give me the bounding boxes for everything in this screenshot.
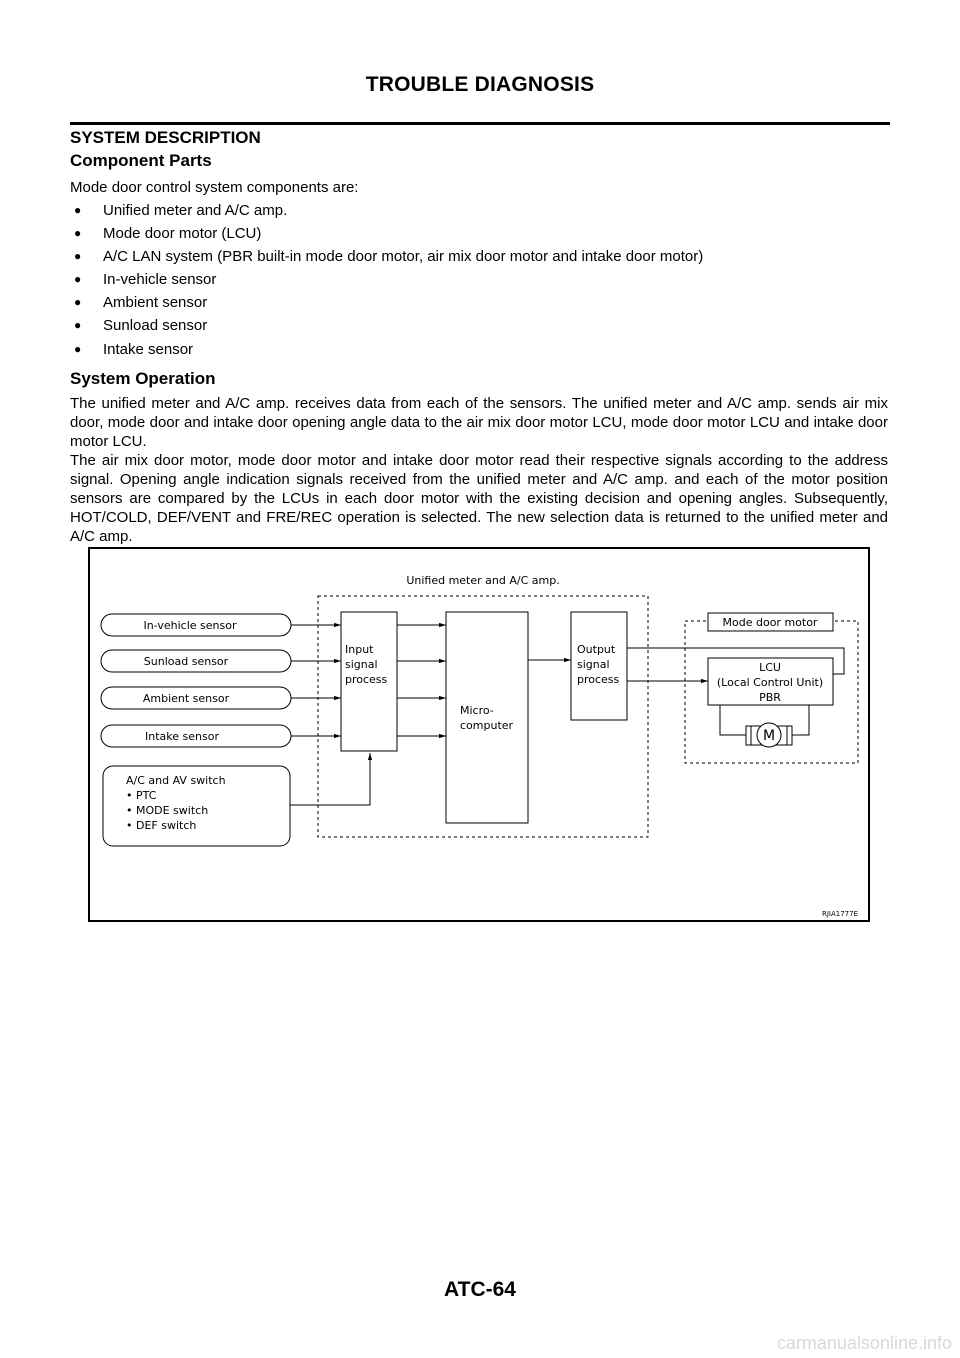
micro-label: Micro- — [460, 704, 494, 717]
system-operation-heading: System Operation — [70, 369, 216, 388]
motor-letter: M — [763, 728, 775, 744]
bullet-icon: ● — [74, 249, 82, 263]
page-number: ATC-64 — [444, 1278, 516, 1301]
lcu-box — [707, 657, 834, 706]
lcu-label: LCU — [759, 661, 781, 674]
title-rule — [70, 122, 890, 125]
input-label: Input — [345, 643, 374, 656]
input-label: signal — [345, 658, 378, 671]
sensor-label: Intake sensor — [145, 730, 219, 743]
ac-av-switch-box — [102, 765, 291, 847]
sensor-label: Sunload sensor — [144, 655, 229, 668]
section-title: SYSTEM DESCRIPTION — [70, 128, 261, 147]
mode-door-control-diagram: Unified meter and A/C amp. In-vehicle se… — [88, 547, 870, 922]
output-label: process — [577, 673, 620, 686]
micro-label: computer — [460, 719, 514, 732]
bullet-icon: ● — [74, 342, 82, 356]
motor-icon — [756, 722, 782, 748]
output-label: signal — [577, 658, 610, 671]
micro-computer-box — [445, 611, 529, 824]
input-signal-process-box — [340, 611, 398, 752]
output-label: Output — [577, 643, 616, 656]
unified-meter-label: Unified meter and A/C amp. — [406, 574, 559, 587]
mode-door-motor-label: Mode door motor — [723, 616, 818, 629]
lcu-label: PBR — [759, 691, 781, 704]
unified-meter-group — [317, 595, 649, 838]
bullet-icon: ● — [74, 203, 82, 217]
bullet-icon: ● — [74, 295, 82, 309]
bullet-icon: ● — [74, 318, 82, 332]
component-parts-heading: Component Parts — [70, 151, 212, 170]
watermark: carmanualsonline.info — [776, 1333, 952, 1353]
sensor-label: Ambient sensor — [143, 692, 230, 705]
mode-door-motor-label-box — [707, 612, 834, 632]
lcu-label: (Local Control Unit) — [717, 676, 823, 689]
switch-label: • DEF switch — [126, 819, 196, 832]
page-title: TROUBLE DIAGNOSIS — [365, 73, 595, 96]
switch-label: A/C and AV switch — [126, 774, 226, 787]
switch-label: • MODE switch — [126, 804, 208, 817]
sensor-label: In-vehicle sensor — [143, 619, 236, 632]
component-intro: Mode door control system components are: — [70, 179, 359, 196]
switch-label: • PTC — [126, 789, 157, 802]
bullet-icon: ● — [74, 272, 82, 286]
operation-paragraph-1: The unified meter and A/C amp. receives … — [70, 395, 888, 450]
bullet-icon: ● — [74, 226, 82, 240]
input-label: process — [345, 673, 388, 686]
output-signal-process-box — [570, 611, 628, 721]
operation-paragraph-2: The air mix door motor, mode door motor … — [70, 452, 888, 545]
figure-code: RJIA1777E — [822, 910, 858, 918]
